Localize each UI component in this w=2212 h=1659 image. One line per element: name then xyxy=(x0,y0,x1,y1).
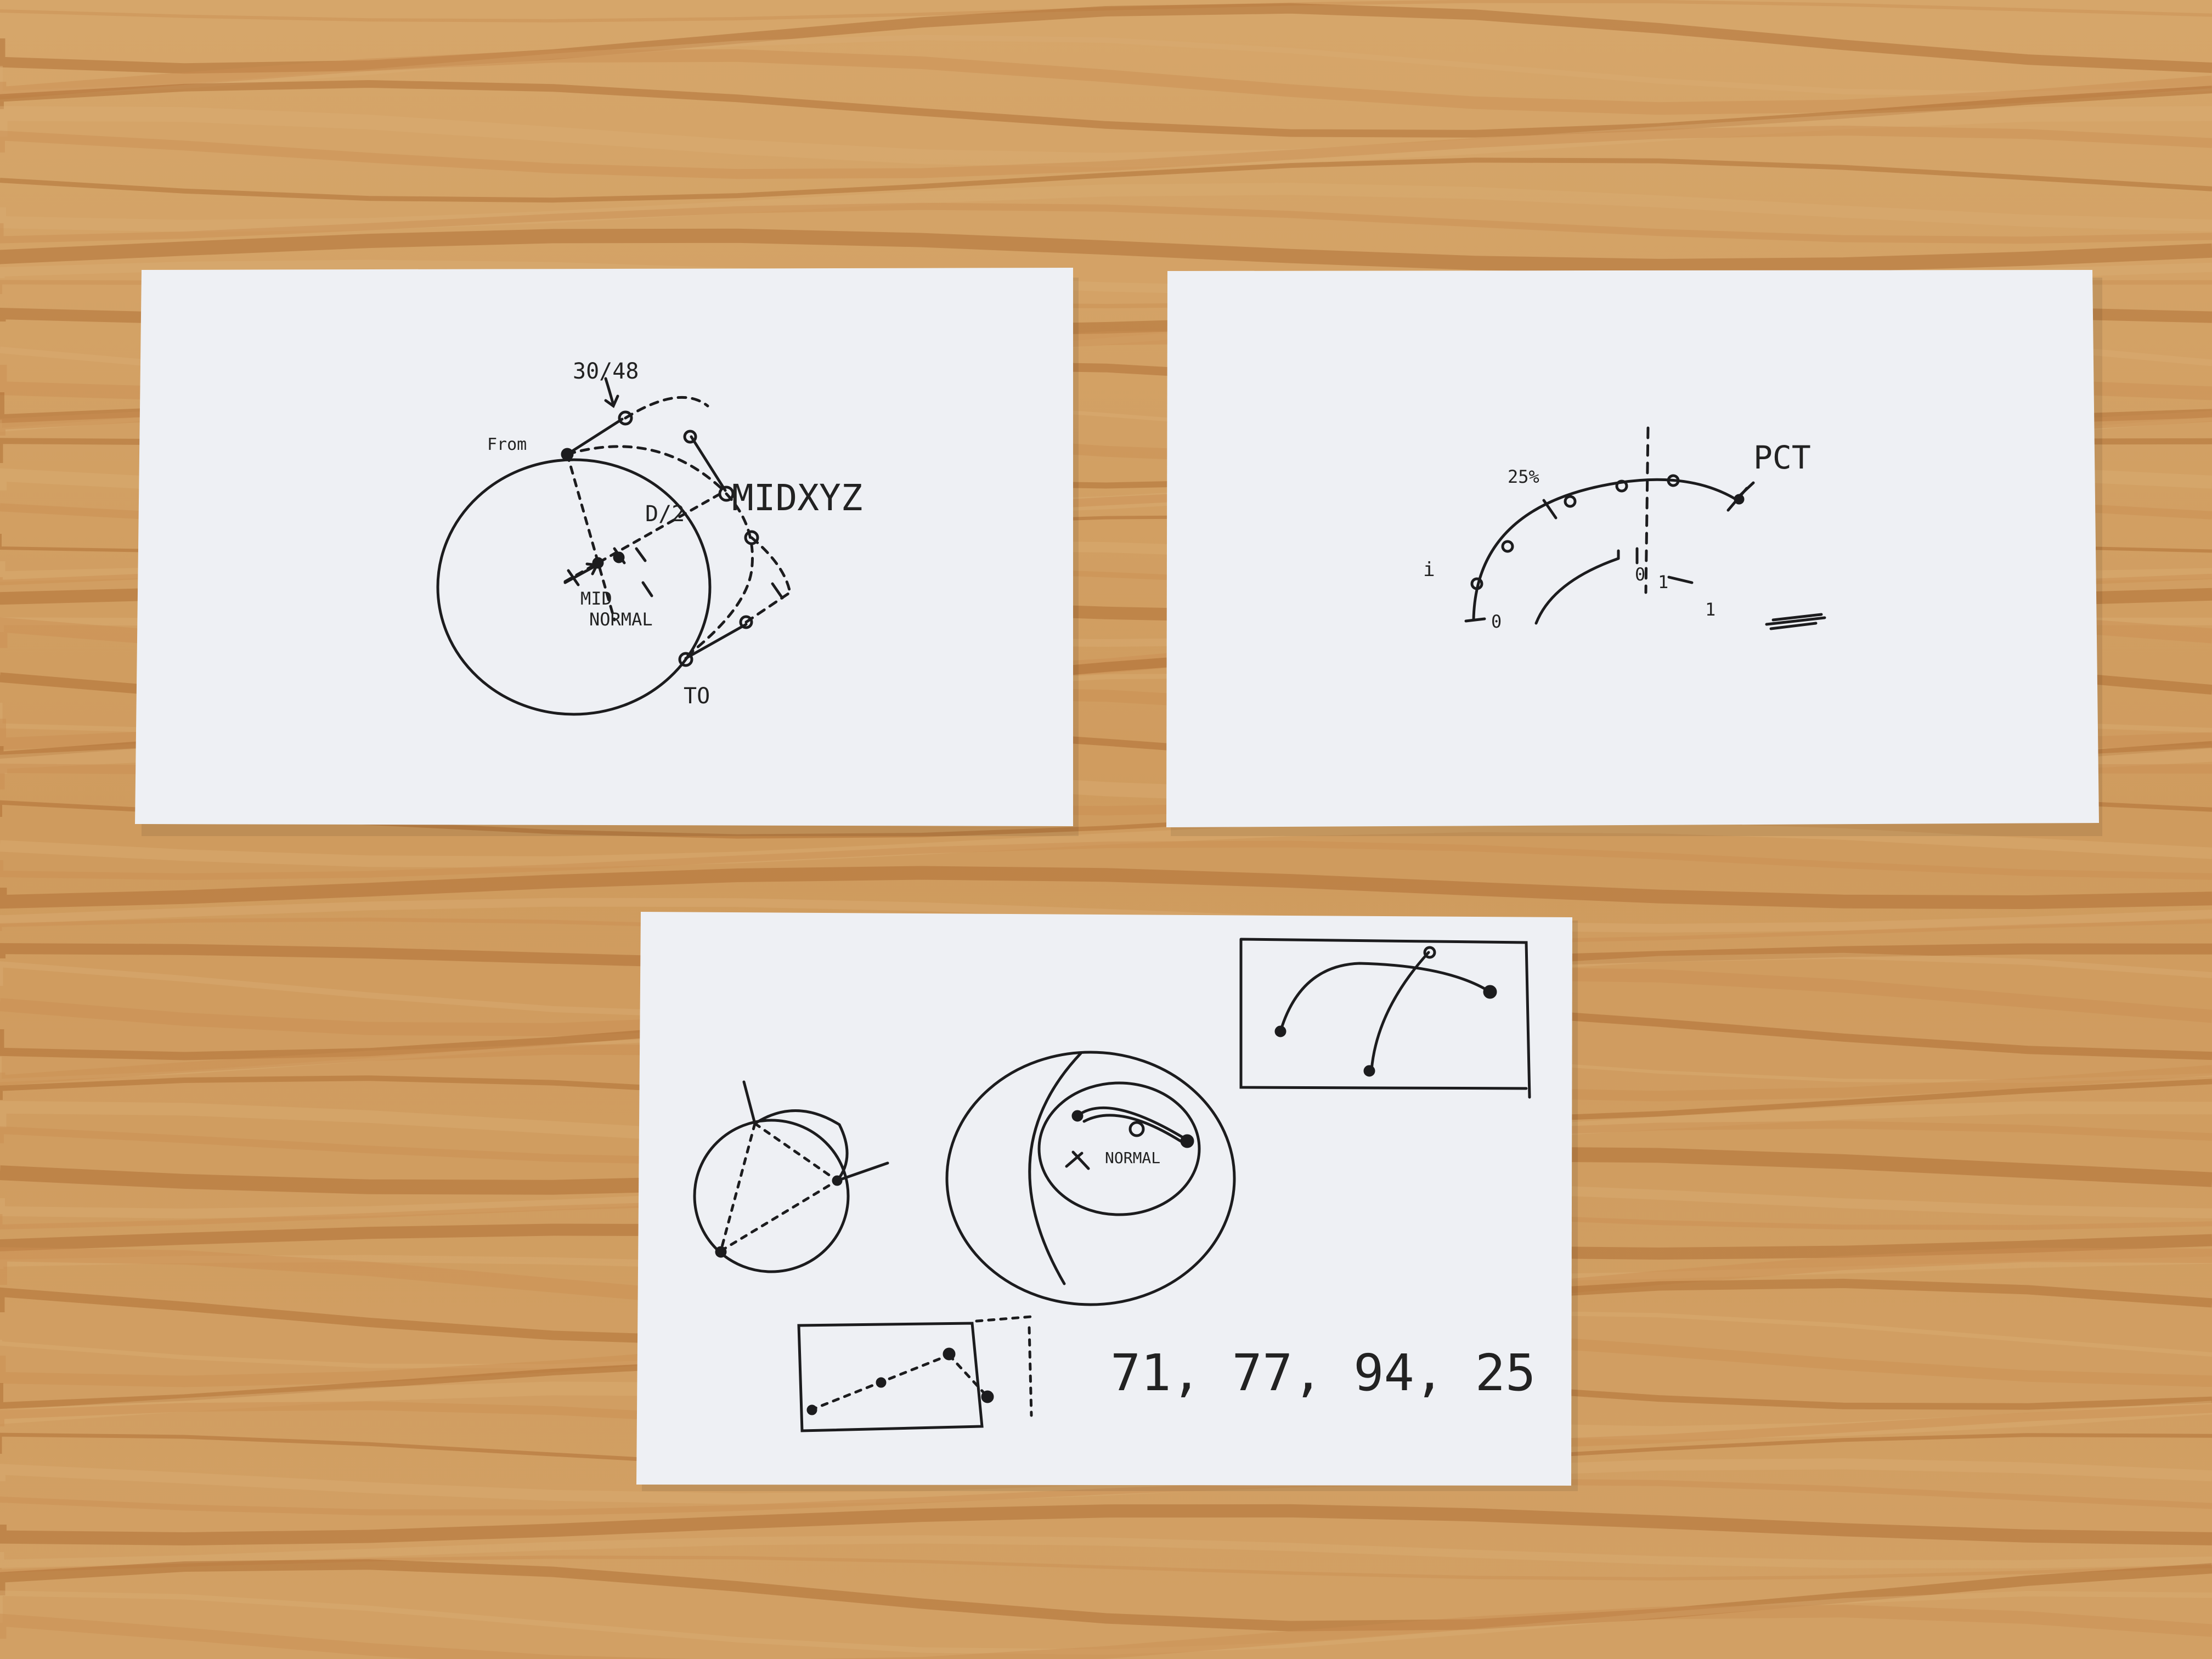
label-i: i xyxy=(1423,558,1435,581)
card-right: 25% PCT i 0 0 1 1 xyxy=(1166,270,2099,827)
grain-line xyxy=(0,183,2212,232)
card-bottom-drawing xyxy=(693,938,1531,1432)
label-1b: 1 xyxy=(1705,599,1716,620)
grain-line xyxy=(0,898,2212,933)
card-bottom: NORMAL 71, 77, 94, 25 xyxy=(636,912,1572,1486)
label-numbers: 71, 77, 94, 25 xyxy=(1110,1344,1536,1402)
grain-line xyxy=(0,1555,2212,1581)
box-top-right xyxy=(1239,938,1531,1099)
arc-bottom xyxy=(1534,557,1620,625)
center-dashed-line xyxy=(1644,426,1650,594)
grain-line xyxy=(0,866,2212,910)
grain-line xyxy=(0,1605,2212,1659)
arc-top xyxy=(1472,478,1737,622)
card-left-drawing xyxy=(436,377,792,716)
grain-line xyxy=(0,228,2212,273)
card-right-drawing xyxy=(1464,426,1826,630)
label-normal-left: NORMAL xyxy=(589,609,653,630)
grain-line xyxy=(0,0,2212,22)
small-sphere xyxy=(693,1119,850,1273)
card-left-labels: 30/48 From D/2 MIDXYZ MID NORMAL TO xyxy=(487,359,862,709)
grain-line xyxy=(0,125,2212,179)
label-from: From xyxy=(487,435,527,454)
grain-line xyxy=(0,157,2212,203)
label-normal-bottom: NORMAL xyxy=(1105,1149,1160,1167)
card-left-paper xyxy=(135,268,1073,826)
grain-line xyxy=(0,80,2212,138)
grain-line xyxy=(0,1559,2212,1632)
grain-line xyxy=(0,1535,2212,1568)
grain-line xyxy=(0,840,2212,881)
grain-line xyxy=(0,1478,2212,1516)
label-1a: 1 xyxy=(1658,572,1668,592)
grain-line xyxy=(0,1458,2212,1504)
label-25pct: 25% xyxy=(1508,466,1539,487)
label-pct: PCT xyxy=(1753,439,1811,476)
sphere-outline xyxy=(436,458,712,716)
label-mid: MID xyxy=(580,588,612,609)
grain-line xyxy=(0,1504,2212,1546)
grain-line xyxy=(0,1590,2212,1655)
card-left: 30/48 From D/2 MIDXYZ MID NORMAL TO xyxy=(135,268,1073,826)
grain-line xyxy=(0,106,2212,168)
box-bottom xyxy=(797,1322,984,1432)
label-to: TO xyxy=(684,684,710,709)
grain-line xyxy=(0,49,2212,115)
grain-line xyxy=(0,202,2212,244)
label-0a: 0 xyxy=(1491,611,1502,632)
grain-line xyxy=(0,3,2212,74)
grain-line xyxy=(0,820,2212,868)
label-midxyz: MIDXYZ xyxy=(732,477,862,519)
grain-line xyxy=(0,35,2212,97)
large-sphere xyxy=(945,1051,1236,1306)
card-bottom-labels: NORMAL 71, 77, 94, 25 xyxy=(1105,1149,1536,1402)
card-bottom-paper xyxy=(636,912,1572,1486)
label-3048: 30/48 xyxy=(573,359,639,384)
label-0b: 0 xyxy=(1635,564,1645,585)
card-right-labels: 25% PCT i 0 0 1 1 xyxy=(1423,439,1811,632)
card-right-paper xyxy=(1166,270,2099,827)
label-d2: D/2 xyxy=(645,501,685,527)
inner-circle xyxy=(1037,1081,1201,1216)
